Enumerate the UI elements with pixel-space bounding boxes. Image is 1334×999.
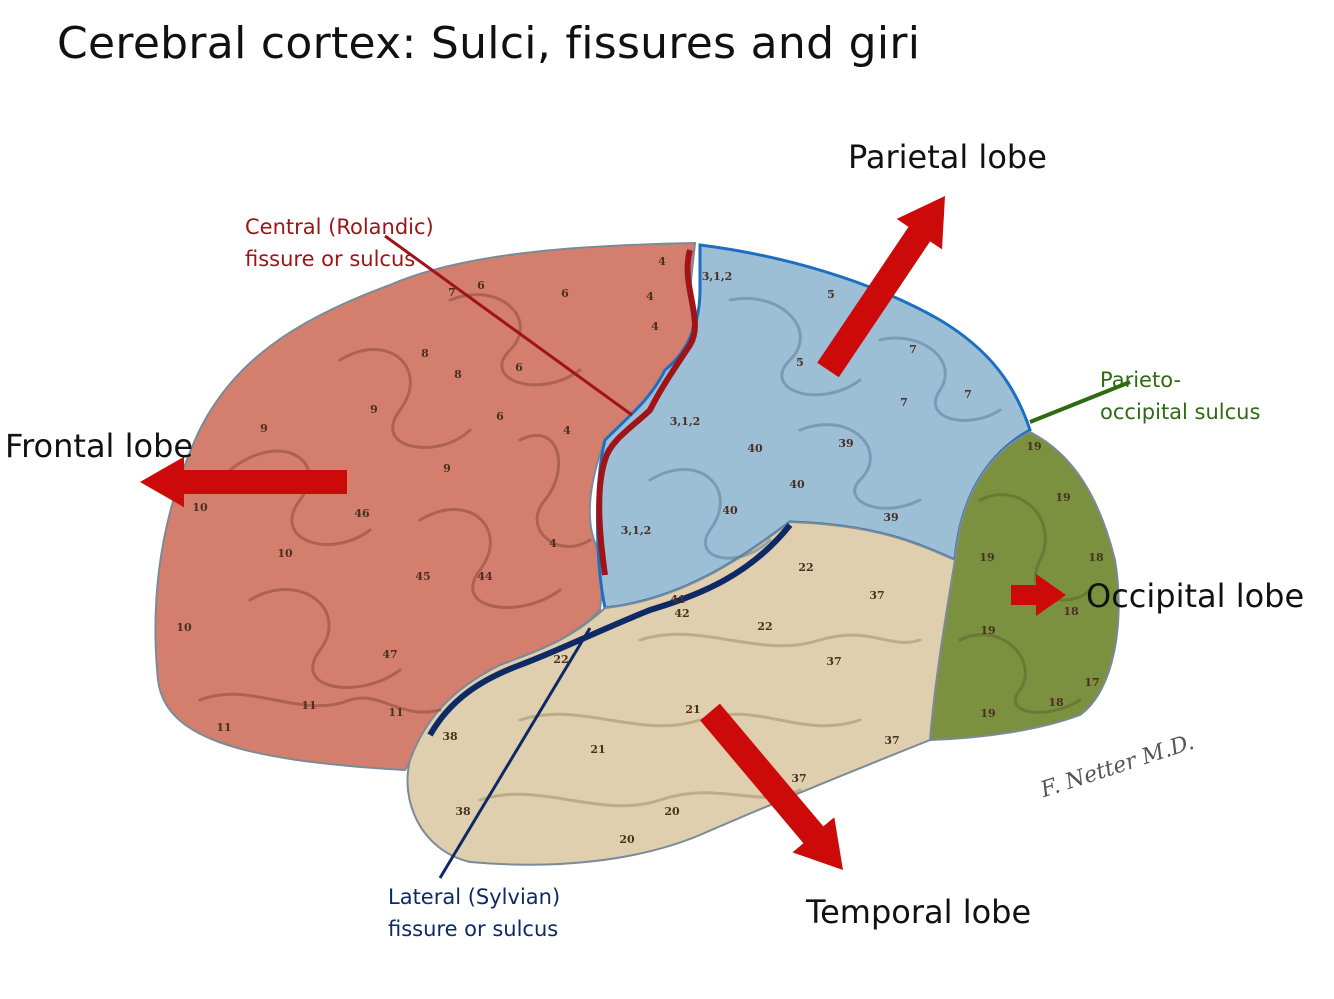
brodmann-area-label: 11 [216, 721, 231, 734]
lateral-sulcus-line [427, 523, 793, 737]
central-sulcus-annotation: Central (Rolandic) fissure or sulcus [245, 211, 434, 275]
parietal-arrow [817, 196, 945, 378]
brodmann-area-label: 7 [909, 343, 917, 356]
brodmann-area-label: 18 [1048, 696, 1064, 709]
occipital-arrow [1011, 574, 1066, 616]
brodmann-area-label: 19 [980, 624, 995, 637]
parieto-occipital-line-1: Parieto- [1100, 368, 1182, 392]
brodmann-area-label: 37 [869, 589, 884, 602]
brodmann-area-label: 3,1,2 [702, 270, 733, 283]
brodmann-area-numbers: 444446666788999101010111111444546473,1,2… [176, 255, 1104, 846]
frontal-lobe-label: Frontal lobe [5, 427, 194, 465]
brodmann-area-label: 8 [454, 368, 462, 381]
brodmann-area-label: 40 [722, 504, 738, 517]
brodmann-area-label: 4 [549, 537, 557, 550]
temporal-lobe-region [406, 520, 957, 866]
brodmann-area-label: 10 [176, 621, 192, 634]
temporal-arrow [700, 703, 843, 870]
brodmann-area-label: 5 [827, 288, 835, 301]
brodmann-area-label: 42 [674, 607, 689, 620]
brodmann-area-label: 39 [838, 437, 853, 450]
brodmann-area-label: 21 [685, 703, 700, 716]
brodmann-area-label: 4 [646, 290, 654, 303]
brodmann-area-label: 38 [442, 730, 458, 743]
brodmann-area-label: 47 [382, 648, 397, 661]
parieto-occipital-annotation: Parieto- occipital sulcus [1100, 364, 1260, 428]
lateral-sulcus-annotation: Lateral (Sylvian) fissure or sulcus [388, 881, 560, 945]
lobe-arrows [140, 196, 1066, 870]
brodmann-area-label: 21 [590, 743, 605, 756]
brodmann-area-label: 40 [747, 442, 763, 455]
brodmann-area-label: 3,1,2 [670, 415, 701, 428]
temporal-lobe-label: Temporal lobe [806, 893, 1032, 931]
brodmann-area-label: 18 [1063, 605, 1079, 618]
brodmann-area-label: 19 [1026, 440, 1041, 453]
brodmann-area-label: 37 [791, 772, 806, 785]
brodmann-area-label: 7 [900, 396, 908, 409]
brodmann-area-label: 3,1,2 [621, 524, 652, 537]
brodmann-area-label: 37 [826, 655, 841, 668]
central-sulcus-line-2: fissure or sulcus [245, 247, 416, 271]
brodmann-area-label: 11 [301, 699, 316, 712]
brodmann-area-label: 19 [979, 551, 994, 564]
brodmann-area-label: 39 [883, 511, 898, 524]
brodmann-area-label: 40 [789, 478, 805, 491]
brodmann-area-label: 22 [757, 620, 772, 633]
brodmann-area-label: 19 [1055, 491, 1070, 504]
brodmann-area-label: 6 [477, 279, 485, 292]
lateral-sulcus-line-1: Lateral (Sylvian) [388, 885, 561, 909]
brodmann-area-label: 6 [496, 410, 504, 423]
brodmann-area-label: 7 [448, 286, 456, 299]
brodmann-area-label: 10 [192, 501, 208, 514]
brodmann-area-label: 41 [670, 593, 685, 606]
central-sulcus-line [596, 249, 698, 576]
brodmann-area-label: 6 [515, 361, 523, 374]
brodmann-area-label: 6 [561, 287, 569, 300]
brodmann-area-label: 17 [1084, 676, 1099, 689]
brodmann-area-label: 4 [651, 320, 659, 333]
brodmann-area-label: 18 [1088, 551, 1104, 564]
lateral-pointer-line [438, 627, 592, 879]
brodmann-area-label: 20 [619, 833, 635, 846]
occipital-lobe-label: Occipital lobe [1086, 577, 1305, 615]
brodmann-area-label: 9 [443, 462, 451, 475]
artist-signature: F. Netter M.D. [1037, 730, 1198, 803]
central-sulcus-line-1: Central (Rolandic) [245, 215, 434, 239]
brodmann-area-label: 37 [884, 734, 899, 747]
page-title: Cerebral cortex: Sulci, fissures and gir… [57, 18, 921, 69]
central-pointer-line [384, 234, 633, 417]
brodmann-area-label: 8 [421, 347, 429, 360]
brodmann-area-label: 22 [798, 561, 813, 574]
brodmann-area-label: 5 [796, 356, 804, 369]
lateral-sulcus-line-2: fissure or sulcus [388, 917, 559, 941]
brodmann-area-label: 22 [553, 653, 568, 666]
brodmann-area-label: 9 [260, 422, 268, 435]
brodmann-area-label: 11 [388, 706, 403, 719]
brodmann-area-label: 44 [477, 570, 493, 583]
brodmann-area-label: 7 [964, 388, 972, 401]
frontal-arrow [140, 456, 347, 508]
parieto-occipital-pointer-line [1029, 380, 1131, 424]
brodmann-area-label: 19 [980, 707, 995, 720]
brodmann-area-label: 46 [354, 507, 370, 520]
parietal-lobe-label: Parietal lobe [848, 138, 1047, 176]
parieto-occipital-line-2: occipital sulcus [1100, 400, 1261, 424]
brodmann-area-label: 4 [563, 424, 571, 437]
brodmann-area-label: 20 [664, 805, 680, 818]
brodmann-area-label: 10 [277, 547, 293, 560]
brodmann-area-label: 38 [455, 805, 471, 818]
brodmann-area-label: 4 [658, 255, 666, 268]
gyri-texture [198, 293, 1092, 808]
brodmann-area-label: 9 [370, 403, 378, 416]
brodmann-area-label: 45 [415, 570, 430, 583]
